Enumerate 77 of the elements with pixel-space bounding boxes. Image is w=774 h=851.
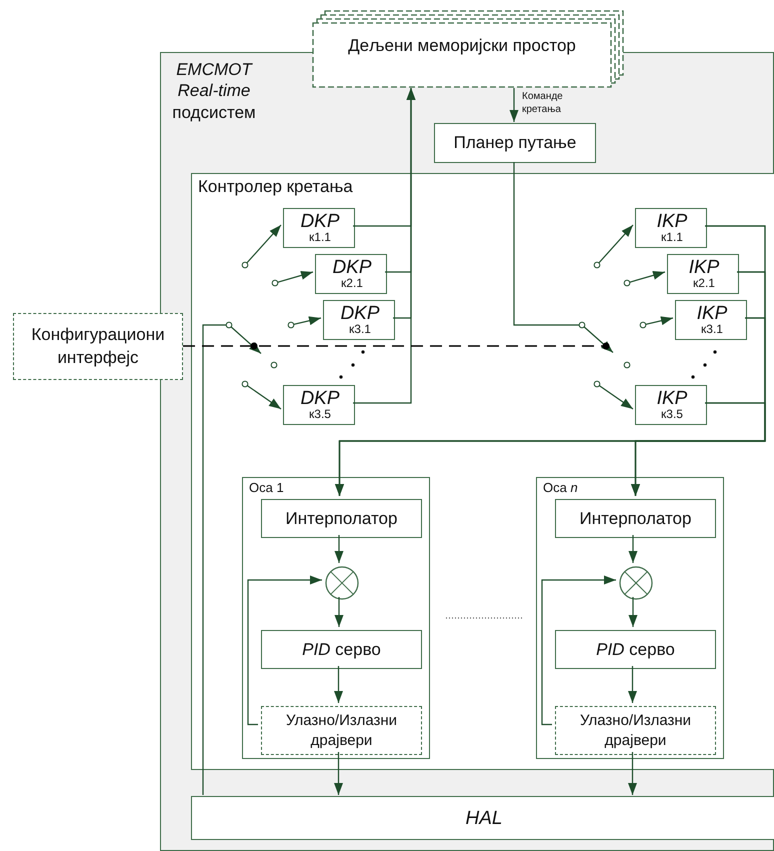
block-index: к3.5 xyxy=(660,408,684,422)
block-index: к3.1 xyxy=(348,323,372,337)
arrow xyxy=(598,224,634,264)
summing-junction xyxy=(619,566,653,600)
block-title: IKP xyxy=(696,303,728,324)
shared-memory-box xyxy=(312,10,624,88)
process-box xyxy=(261,499,422,538)
driver-box xyxy=(261,706,422,755)
box-label: Интерполатор xyxy=(284,508,398,528)
process-box xyxy=(434,123,596,163)
summing-junction xyxy=(325,566,359,600)
arrow xyxy=(294,316,322,326)
arrow xyxy=(510,88,518,122)
process-box xyxy=(555,499,716,538)
kinematics-block xyxy=(315,254,387,294)
memory-label: Дељени меморијски простор xyxy=(347,36,577,56)
interface-box xyxy=(13,313,183,380)
arrow xyxy=(513,162,614,353)
arrow xyxy=(247,576,322,726)
block-index: к1.1 xyxy=(308,231,332,245)
arrow xyxy=(628,752,637,795)
block-index: к2.1 xyxy=(340,277,364,291)
arrow xyxy=(247,385,282,410)
block-title: DKP xyxy=(299,388,341,410)
arrow xyxy=(246,224,282,264)
axis-title: Оса n xyxy=(543,481,578,496)
interface-label: Конфигурациони интерфејс xyxy=(30,324,166,369)
arrow xyxy=(334,535,344,563)
axis-title: Оса 1 xyxy=(249,481,284,496)
block-index: к1.1 xyxy=(660,231,684,245)
arrow xyxy=(628,666,637,703)
driver-box xyxy=(555,706,716,755)
driver-label: Улазно/Излазни драјвери xyxy=(284,711,398,750)
edge-label: Команде кретања xyxy=(522,90,564,116)
box-label: PID серво xyxy=(301,640,382,660)
subsystem-title: EMCMOT Real-time подсистем xyxy=(171,59,257,123)
kinematics-block xyxy=(635,385,707,425)
process-box xyxy=(261,630,422,669)
process-box xyxy=(555,630,716,669)
driver-label: Улазно/Излазни драјвери xyxy=(578,711,692,750)
arrow xyxy=(630,271,666,283)
box-label: Планер путање xyxy=(452,133,578,153)
arrow xyxy=(334,666,343,703)
block-index: к3.1 xyxy=(700,323,724,337)
block-title: DKP xyxy=(331,257,373,278)
arrow xyxy=(278,271,314,283)
arrow xyxy=(541,576,616,726)
block-title: DKP xyxy=(339,303,381,324)
arrow xyxy=(631,402,766,496)
kinematics-block xyxy=(323,300,395,340)
block-index: к2.1 xyxy=(692,277,716,291)
controller-panel xyxy=(191,173,774,770)
arrow xyxy=(646,316,674,326)
kinematics-block xyxy=(283,208,355,248)
kinematics-block xyxy=(635,208,707,248)
block-title: IKP xyxy=(656,211,688,232)
kinematics-block xyxy=(675,300,747,340)
box-label: Интерполатор xyxy=(578,508,692,528)
axis-panel xyxy=(536,477,724,759)
arrow xyxy=(628,535,638,563)
block-index: к3.5 xyxy=(308,408,332,422)
arrow xyxy=(202,324,262,795)
arrow xyxy=(353,88,416,404)
hal-label: HAL xyxy=(464,808,504,830)
axis-panel xyxy=(242,477,430,759)
kinematics-block xyxy=(667,254,739,294)
arrow xyxy=(628,597,638,627)
panel-title: Контролер кретања xyxy=(198,177,353,197)
block-title: DKP xyxy=(299,211,341,232)
block-title: IKP xyxy=(656,388,688,410)
arrow xyxy=(334,597,344,627)
arrow xyxy=(334,752,343,795)
box-label: PID серво xyxy=(595,640,676,660)
arrow xyxy=(599,385,634,410)
block-title: IKP xyxy=(688,257,720,278)
hal-bar xyxy=(191,796,774,840)
kinematics-block xyxy=(283,385,355,425)
